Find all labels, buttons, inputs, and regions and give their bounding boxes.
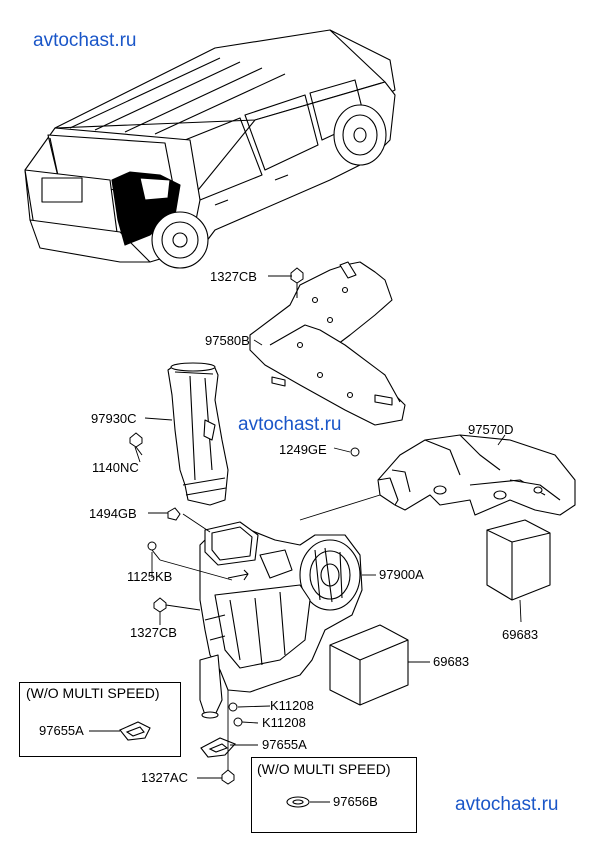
part-label-1494GB: 1494GB bbox=[89, 506, 137, 521]
leader-lines bbox=[89, 275, 522, 803]
part-label-1327CB-mid: 1327CB bbox=[130, 625, 177, 640]
watermark-center: avtochast.ru bbox=[238, 414, 342, 435]
part-label-1140NC: 1140NC bbox=[92, 460, 139, 475]
rear-duct-97570D bbox=[377, 434, 576, 516]
watermark-bottom: avtochast.ru bbox=[455, 794, 559, 815]
part-label-97900A: 97900A bbox=[379, 567, 424, 582]
watermark-top: avtochast.ru bbox=[33, 30, 137, 51]
inset-box-title: (W/O MULTI SPEED) bbox=[257, 761, 391, 777]
inset-box-97656B bbox=[251, 757, 417, 833]
inset-box-part-label: 97655A bbox=[39, 723, 84, 738]
part-label-K11208-b: K11208 bbox=[262, 715, 306, 730]
part-label-K11208-a: K11208 bbox=[270, 698, 314, 713]
inset-box-title: (W/O MULTI SPEED) bbox=[26, 685, 160, 701]
part-label-1249GE: 1249GE bbox=[279, 442, 327, 457]
gasket-parts bbox=[119, 721, 310, 808]
inlet-duct-97930C bbox=[167, 362, 229, 506]
part-label-97655A: 97655A bbox=[262, 737, 307, 752]
vehicle-illustration bbox=[24, 29, 396, 269]
part-label-1327CB-top: 1327CB bbox=[210, 269, 257, 284]
floor-duct-97580B bbox=[249, 261, 406, 426]
part-label-1125KB: 1125KB bbox=[127, 569, 173, 584]
blower-unit-97900A bbox=[199, 521, 363, 719]
part-label-97930C: 97930C bbox=[91, 411, 137, 426]
part-label-1327AC: 1327AC bbox=[141, 770, 188, 785]
part-label-97580B: 97580B bbox=[205, 333, 250, 348]
part-label-97570D: 97570D bbox=[468, 422, 514, 437]
part-label-69683-right: 69683 bbox=[502, 627, 539, 642]
inset-box-part-label: 97656B bbox=[333, 794, 378, 809]
part-label-69683-mid: 69683 bbox=[433, 654, 470, 669]
connector-box-69683 bbox=[329, 519, 551, 706]
inset-box-97655A bbox=[19, 682, 181, 757]
